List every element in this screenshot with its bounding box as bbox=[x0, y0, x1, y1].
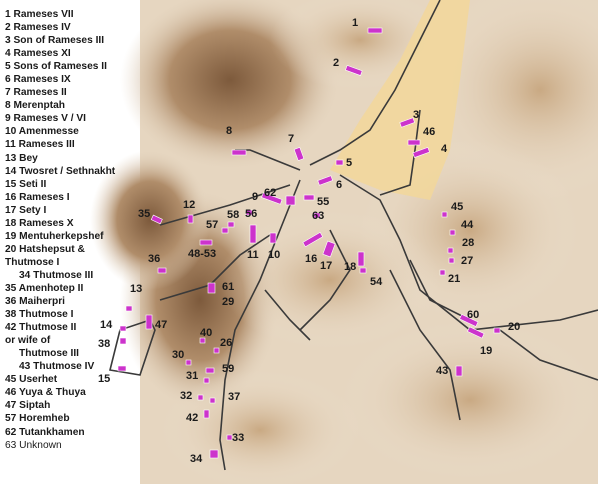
tomb-label-61: 61 bbox=[222, 281, 234, 293]
legend-item: 5 Sons of Rameses II bbox=[5, 61, 107, 73]
legend-item: 15 Seti II bbox=[5, 178, 47, 190]
legend-item: 13 Bey bbox=[5, 152, 38, 164]
legend-item: 1 Rameses VII bbox=[5, 9, 74, 20]
tomb-label-43: 43 bbox=[436, 365, 448, 377]
tomb-label-44: 44 bbox=[461, 219, 474, 231]
tomb-label-15: 15 bbox=[98, 373, 110, 385]
tomb-label-63: 63 bbox=[312, 210, 324, 222]
legend-item: 3 Son of Rameses III bbox=[5, 35, 105, 47]
tomb-label-40: 40 bbox=[200, 327, 212, 339]
tomb-label-60: 60 bbox=[467, 309, 479, 321]
legend-item: 7 Rameses II bbox=[5, 87, 67, 99]
tomb-label-36: 36 bbox=[148, 253, 160, 265]
tomb-label-6: 6 bbox=[336, 179, 342, 191]
tomb-label-20: 20 bbox=[508, 321, 520, 333]
tomb-label-30: 30 bbox=[172, 349, 184, 361]
tomb-label-17: 17 bbox=[320, 260, 332, 272]
legend-item: 46 Yuya & Thuya bbox=[5, 387, 86, 399]
tomb-labels: 1 2 3 46 4 5 6 7 8 62 9 55 63 56 58 57 1… bbox=[98, 17, 520, 465]
legend-item: 35 Amenhotep II bbox=[5, 282, 84, 294]
legend-item: 47 Siptah bbox=[5, 400, 51, 412]
tomb-label-33: 33 bbox=[232, 432, 244, 444]
tomb-label-4: 4 bbox=[441, 143, 448, 155]
legend-item: 57 Horemheb bbox=[5, 413, 70, 425]
tomb-markers bbox=[117, 27, 501, 459]
tomb-label-45: 45 bbox=[451, 201, 463, 213]
tomb-label-11: 11 bbox=[247, 249, 259, 261]
tomb-label-14: 14 bbox=[100, 319, 113, 331]
tomb-label-26: 26 bbox=[220, 337, 232, 349]
tomb-label-29: 29 bbox=[222, 296, 234, 308]
tomb-label-10: 10 bbox=[268, 249, 280, 261]
tomb-label-59: 59 bbox=[222, 363, 234, 375]
tomb-label-34: 34 bbox=[190, 453, 203, 465]
legend-item: 20 Hatshepsut & bbox=[5, 243, 85, 255]
tomb-label-2: 2 bbox=[333, 57, 339, 69]
tomb-label-42: 42 bbox=[186, 412, 198, 424]
tomb-label-12: 12 bbox=[183, 199, 195, 211]
tomb-label-56: 56 bbox=[245, 208, 257, 220]
legend-item: 17 Sety I bbox=[5, 204, 47, 216]
legend-item: Thutmose III bbox=[19, 348, 79, 360]
legend-item: 8 Merenptah bbox=[5, 100, 66, 112]
legend-item: 45 Userhet bbox=[5, 374, 58, 386]
tomb-label-13: 13 bbox=[130, 283, 142, 295]
tomb-label-54: 54 bbox=[370, 276, 383, 288]
legend-item: 11 Rameses III bbox=[5, 139, 75, 151]
paths bbox=[109, 0, 598, 471]
tomb-label-19: 19 bbox=[480, 345, 492, 357]
legend-item: or wife of bbox=[5, 335, 51, 347]
tomb-label-16: 16 bbox=[305, 253, 317, 265]
tomb-label-32: 32 bbox=[180, 390, 192, 402]
legend-item: Thutmose I bbox=[5, 256, 60, 268]
legend-item: 14 Twosret / Sethnakht bbox=[5, 165, 116, 177]
tomb-label-57: 57 bbox=[206, 219, 218, 231]
tomb-legend: 1 Rameses VII 2 Rameses IV 3 Son of Rame… bbox=[5, 8, 145, 452]
tomb-label-7: 7 bbox=[288, 133, 294, 145]
tomb-label-21: 21 bbox=[448, 273, 460, 285]
tomb-label-55: 55 bbox=[317, 196, 329, 208]
tomb-label-48-53: 48-53 bbox=[188, 248, 216, 260]
tomb-label-58: 58 bbox=[227, 209, 239, 221]
tomb-label-27: 27 bbox=[461, 255, 473, 267]
legend-item: 63 Unknown bbox=[5, 439, 62, 451]
tomb-label-3: 3 bbox=[413, 109, 419, 121]
tomb-label-5: 5 bbox=[346, 157, 352, 169]
legend-item: 19 Mentuherkepshef bbox=[5, 230, 104, 242]
legend-item: 38 Thutmose I bbox=[5, 309, 74, 321]
tomb-label-38: 38 bbox=[98, 338, 110, 350]
tomb-label-1: 1 bbox=[352, 17, 358, 29]
tomb-label-46: 46 bbox=[423, 126, 435, 138]
legend-item: 42 Thutmose II bbox=[5, 322, 77, 334]
tomb-label-28: 28 bbox=[462, 237, 474, 249]
tomb-label-35: 35 bbox=[138, 208, 150, 220]
legend-item: 16 Rameses I bbox=[5, 191, 70, 203]
legend-item: 62 Tutankhamen bbox=[5, 426, 85, 438]
legend-item: 9 Rameses V / VI bbox=[5, 113, 86, 125]
legend-item: 43 Thutmose IV bbox=[19, 361, 95, 373]
tomb-label-18: 18 bbox=[344, 261, 356, 273]
legend-item: 34 Thutmose III bbox=[19, 269, 94, 281]
legend-item: 18 Rameses X bbox=[5, 217, 74, 229]
tomb-label-47: 47 bbox=[155, 319, 167, 331]
legend-item: 2 Rameses IV bbox=[5, 22, 71, 34]
terrain bbox=[90, 0, 598, 484]
tomb-label-8: 8 bbox=[226, 125, 232, 137]
tomb-label-37: 37 bbox=[228, 391, 240, 403]
legend-item: 10 Amenmesse bbox=[5, 126, 79, 138]
legend-item: 4 Rameses XI bbox=[5, 48, 71, 60]
tomb-label-31: 31 bbox=[186, 370, 198, 382]
legend-item: 36 Maiherpri bbox=[5, 296, 66, 308]
tomb-label-9: 9 bbox=[252, 191, 258, 203]
legend-item: 6 Rameses IX bbox=[5, 74, 71, 86]
tomb-label-62: 62 bbox=[264, 187, 276, 199]
